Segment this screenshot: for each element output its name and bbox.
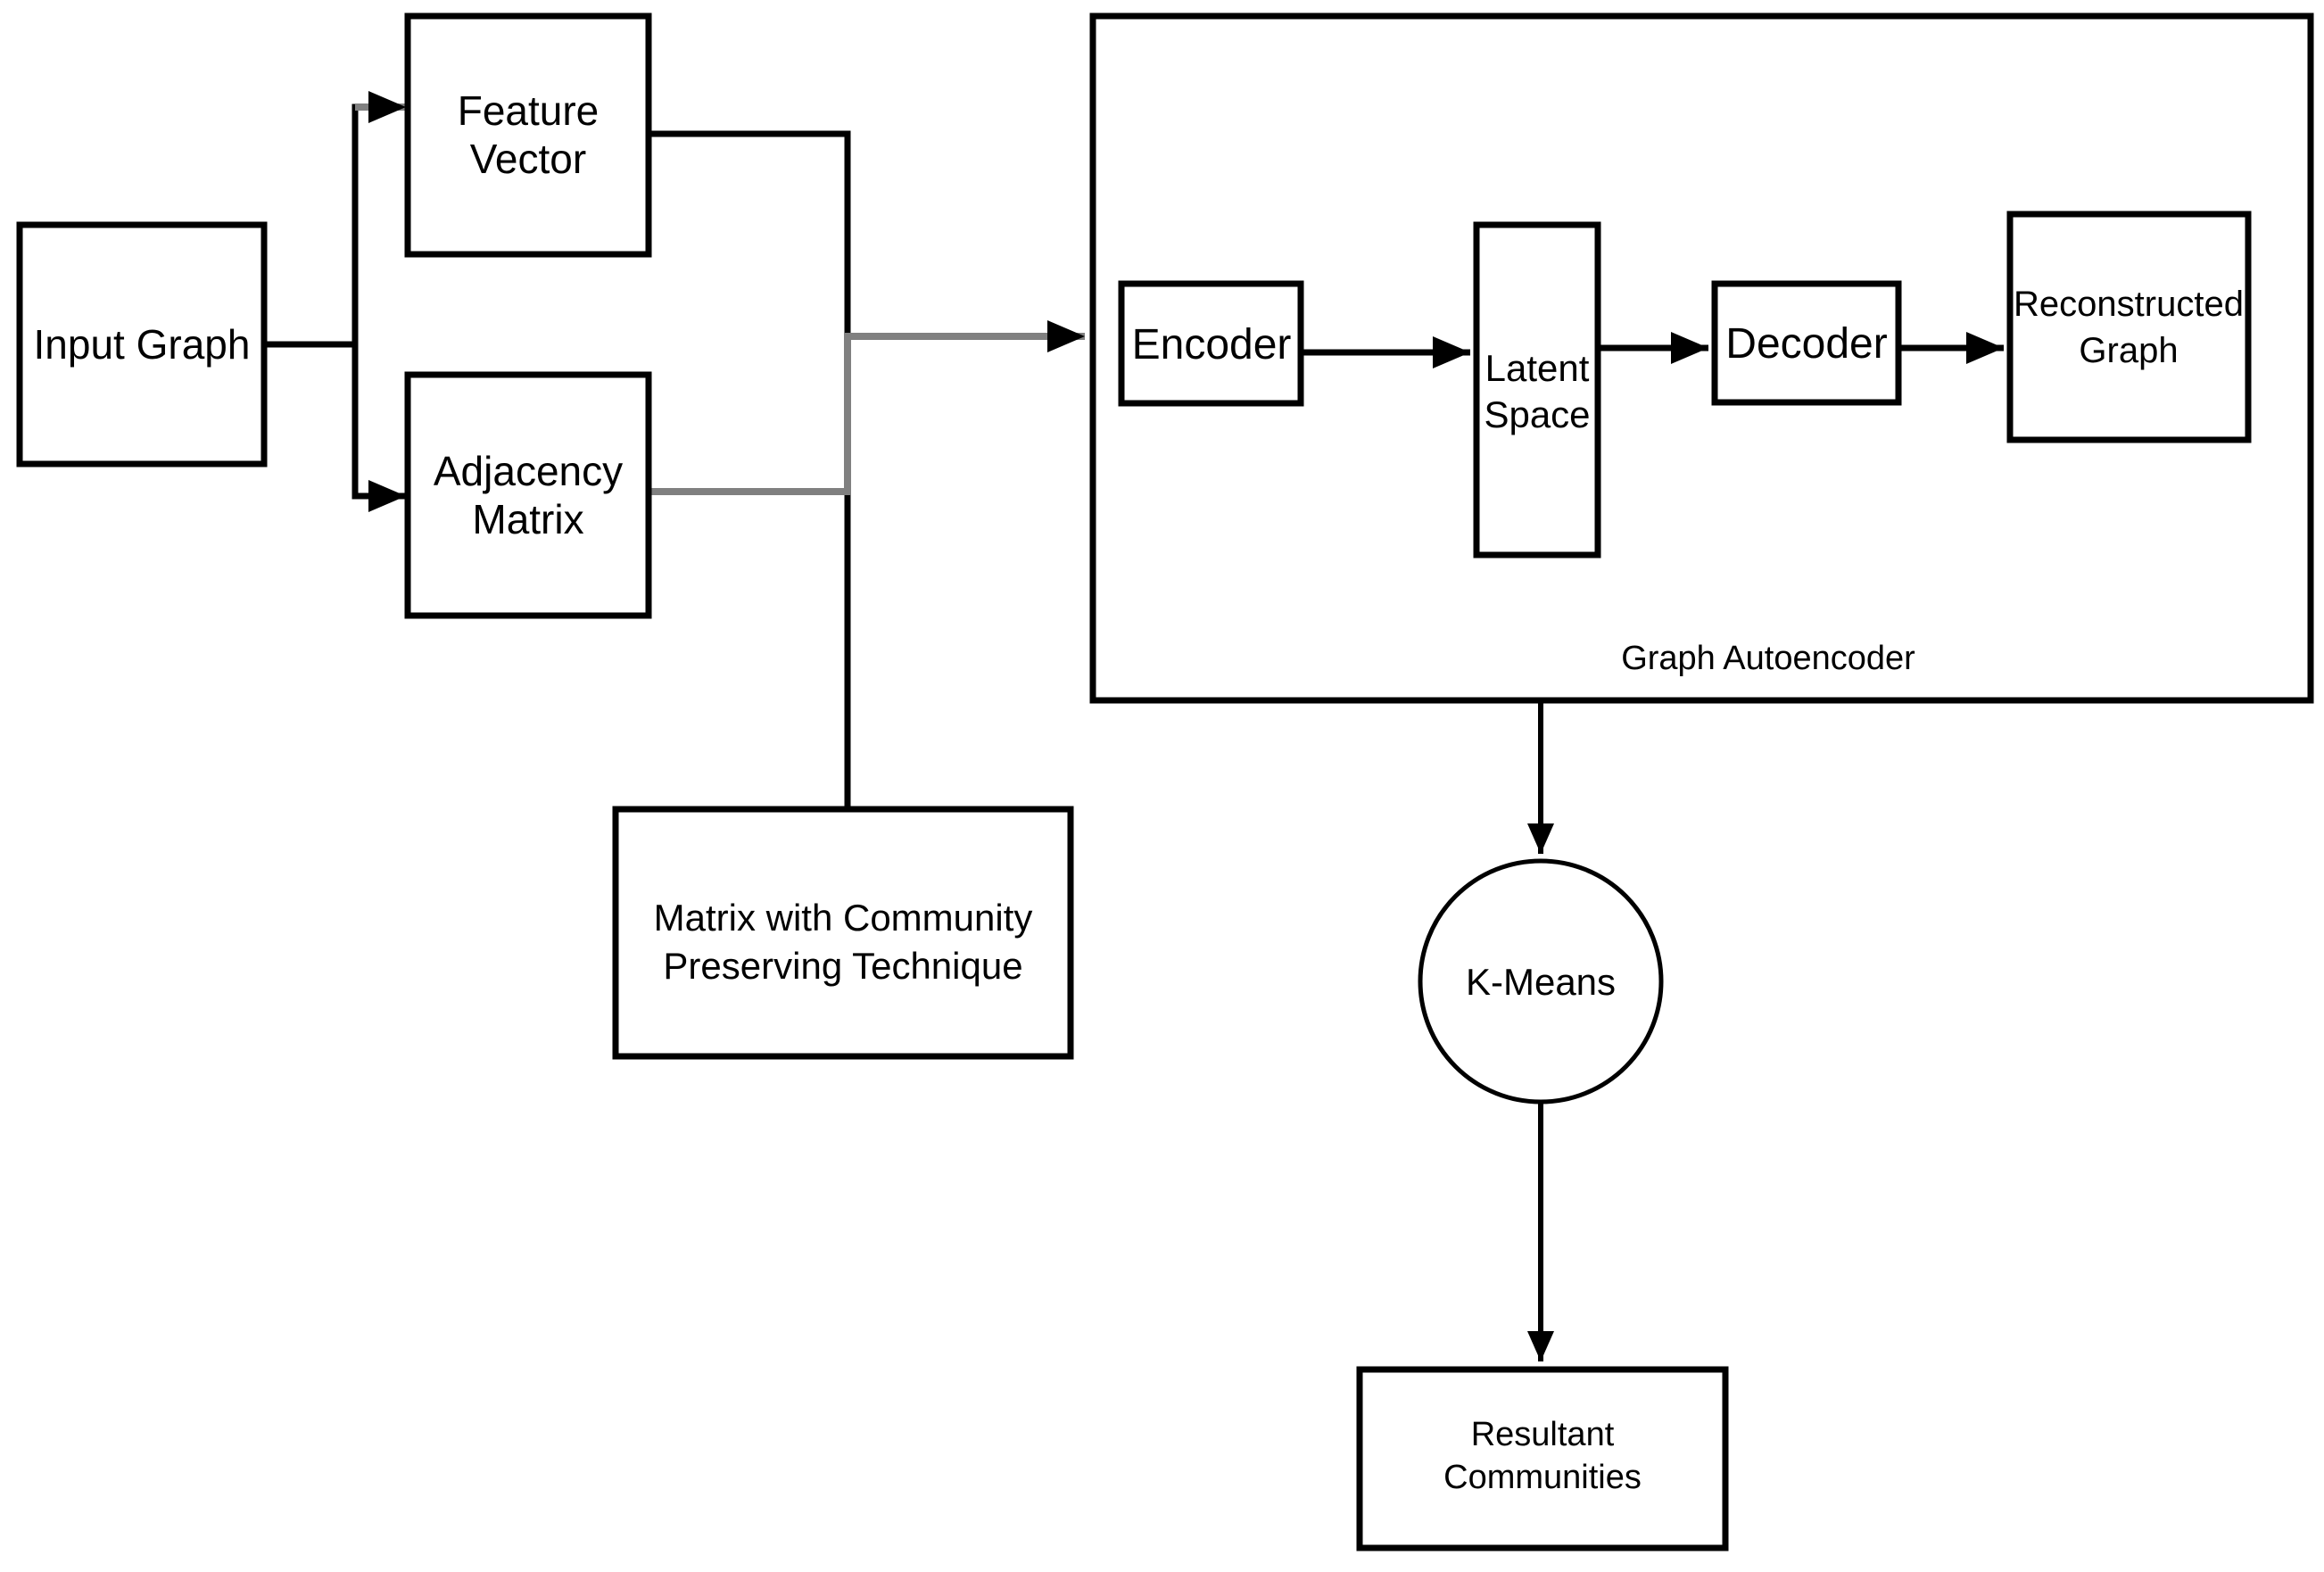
latent-space-label-line1: Latent bbox=[1485, 347, 1590, 389]
adjacency-matrix-label-line1: Adjacency bbox=[434, 448, 623, 494]
graph-autoencoder-container bbox=[1089, 12, 2314, 704]
reconstructed-graph-node bbox=[2006, 211, 2252, 443]
feature-vector-label-line2: Vector bbox=[470, 136, 586, 182]
latent-space-node bbox=[1473, 221, 1601, 558]
reconstructed-graph-label-line1: Reconstructed bbox=[2014, 285, 2244, 324]
input-graph-label: Input Graph bbox=[34, 321, 251, 368]
input-graph-node bbox=[16, 221, 268, 467]
connector-featurevector-matrixbox bbox=[649, 130, 851, 809]
matrix-community-label-line2: Preserving Technique bbox=[663, 945, 1022, 987]
encoder-label: Encoder bbox=[1132, 321, 1292, 368]
kmeans-label: K-Means bbox=[1466, 961, 1616, 1003]
resultant-communities-node bbox=[1356, 1366, 1729, 1551]
adjacency-matrix-node bbox=[404, 371, 652, 619]
connectors bbox=[264, 91, 2004, 1361]
feature-vector-node bbox=[404, 12, 652, 258]
encoder-node bbox=[1118, 280, 1304, 407]
resultant-communities-label-line2: Communities bbox=[1443, 1459, 1642, 1496]
nodes: Input Graph Feature Vector Adjacency Mat… bbox=[16, 12, 2252, 1551]
kmeans-node bbox=[1418, 858, 1664, 1105]
adjacency-matrix-label-line2: Matrix bbox=[472, 496, 583, 542]
reconstructed-graph-label-line2: Graph bbox=[2079, 331, 2178, 370]
decoder-node bbox=[1711, 280, 1902, 406]
matrix-community-label-line1: Matrix with Community bbox=[654, 897, 1033, 939]
graph-autoencoder-label: Graph Autoencoder bbox=[1621, 640, 1915, 677]
matrix-community-node bbox=[612, 806, 1074, 1060]
latent-space-label-line2: Space bbox=[1484, 393, 1590, 435]
decoder-label: Decoder bbox=[1725, 320, 1887, 368]
connector-adjacency-autoencoder bbox=[649, 320, 1085, 495]
feature-vector-label-line1: Feature bbox=[458, 87, 600, 134]
resultant-communities-label-line1: Resultant bbox=[1471, 1416, 1615, 1453]
